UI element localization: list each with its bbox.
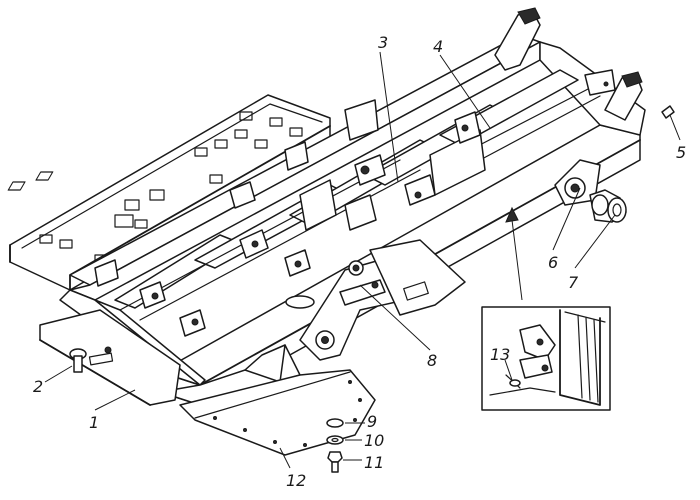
lower-skid-plate bbox=[39, 309, 181, 406]
callout-3: 3 bbox=[378, 33, 388, 52]
leader-6 bbox=[552, 187, 581, 251]
callout-9: 9 bbox=[367, 412, 377, 431]
washer-9 bbox=[326, 418, 344, 428]
bolt-2 bbox=[69, 348, 87, 373]
rear-tow-hooks bbox=[494, 7, 643, 121]
floor-round-hole bbox=[285, 295, 315, 309]
callout-10: 10 bbox=[364, 431, 384, 450]
callout-4: 4 bbox=[433, 37, 443, 56]
detail-arrow bbox=[505, 206, 523, 301]
callout-5: 5 bbox=[676, 143, 686, 162]
leader-2 bbox=[44, 365, 73, 383]
leader-13 bbox=[504, 359, 513, 381]
callout-6: 6 bbox=[548, 253, 558, 272]
pin-5 bbox=[661, 105, 675, 119]
deck-holes bbox=[7, 111, 303, 264]
leader-7 bbox=[574, 214, 616, 269]
leader-12 bbox=[279, 447, 291, 469]
leader-1 bbox=[94, 389, 136, 411]
leader-5 bbox=[669, 114, 681, 141]
bolt-11 bbox=[327, 451, 343, 473]
lower-guard-plate bbox=[179, 369, 376, 456]
callout-12: 12 bbox=[286, 471, 306, 490]
callout-2: 2 bbox=[33, 377, 43, 396]
bushing-6-7 bbox=[591, 194, 609, 216]
callout-1: 1 bbox=[89, 413, 99, 432]
rail-brackets bbox=[94, 99, 486, 337]
callout-labels: 1 2 3 4 5 6 7 8 9 10 11 12 13 bbox=[33, 33, 686, 490]
right-step-plate bbox=[369, 239, 466, 316]
callout-8: 8 bbox=[427, 351, 437, 370]
detail-inset bbox=[481, 306, 611, 411]
washer-10 bbox=[326, 435, 344, 445]
leader-lines bbox=[44, 51, 681, 469]
leader-3 bbox=[379, 51, 399, 183]
leader-4 bbox=[439, 54, 491, 129]
leader-8 bbox=[359, 284, 431, 351]
callout-11: 11 bbox=[364, 453, 384, 472]
callout-7: 7 bbox=[568, 273, 579, 292]
callout-13: 13 bbox=[490, 345, 510, 364]
